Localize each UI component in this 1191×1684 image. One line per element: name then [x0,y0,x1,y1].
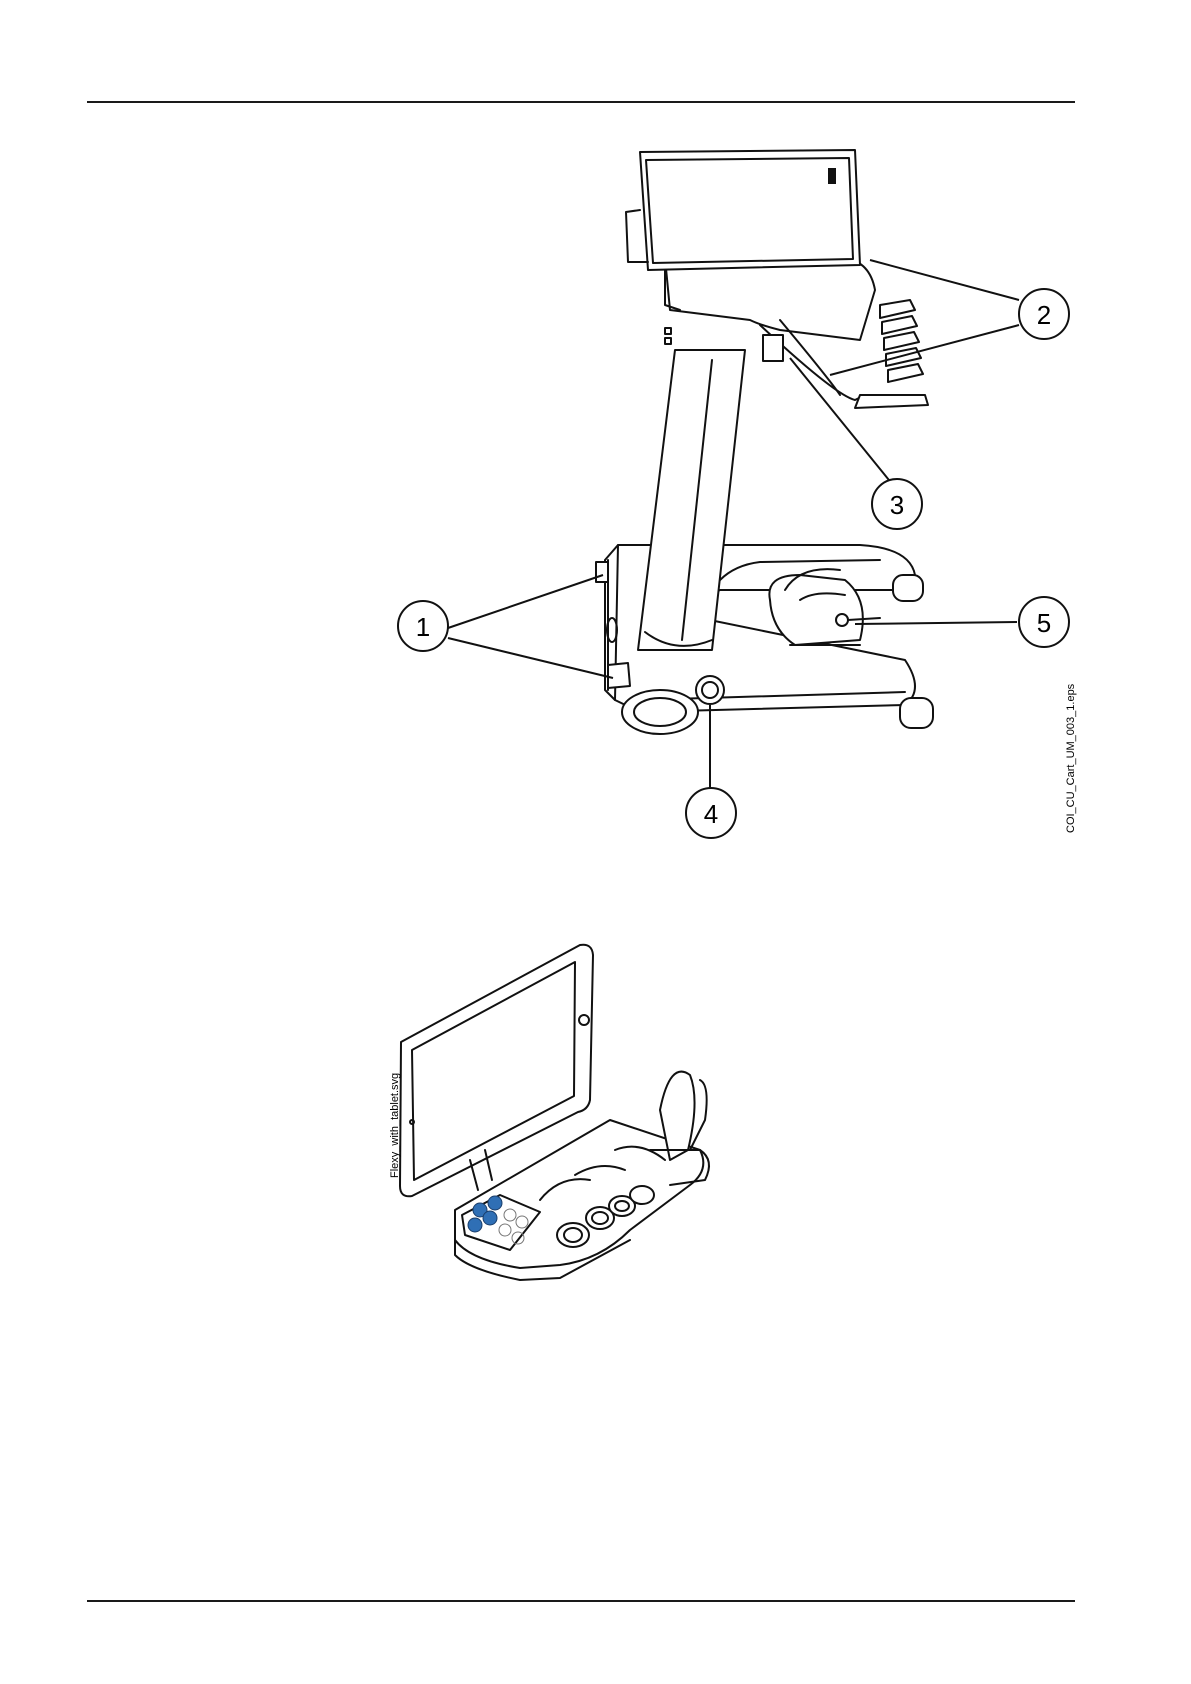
callout-4: 4 [704,799,718,829]
cart-illustration: 1 2 3 4 5 [0,0,1191,900]
figure1-id-label: COI_CU_Cart_UM_003_1.eps [1065,684,1077,833]
callout-3: 3 [890,490,904,520]
callout-2: 2 [1037,300,1051,330]
callout-1: 1 [416,612,430,642]
callout-5: 5 [1037,608,1051,638]
footer-rule [87,1600,1075,1602]
figure2-id-label: Flexy_with_tablet.svg [389,1073,401,1178]
